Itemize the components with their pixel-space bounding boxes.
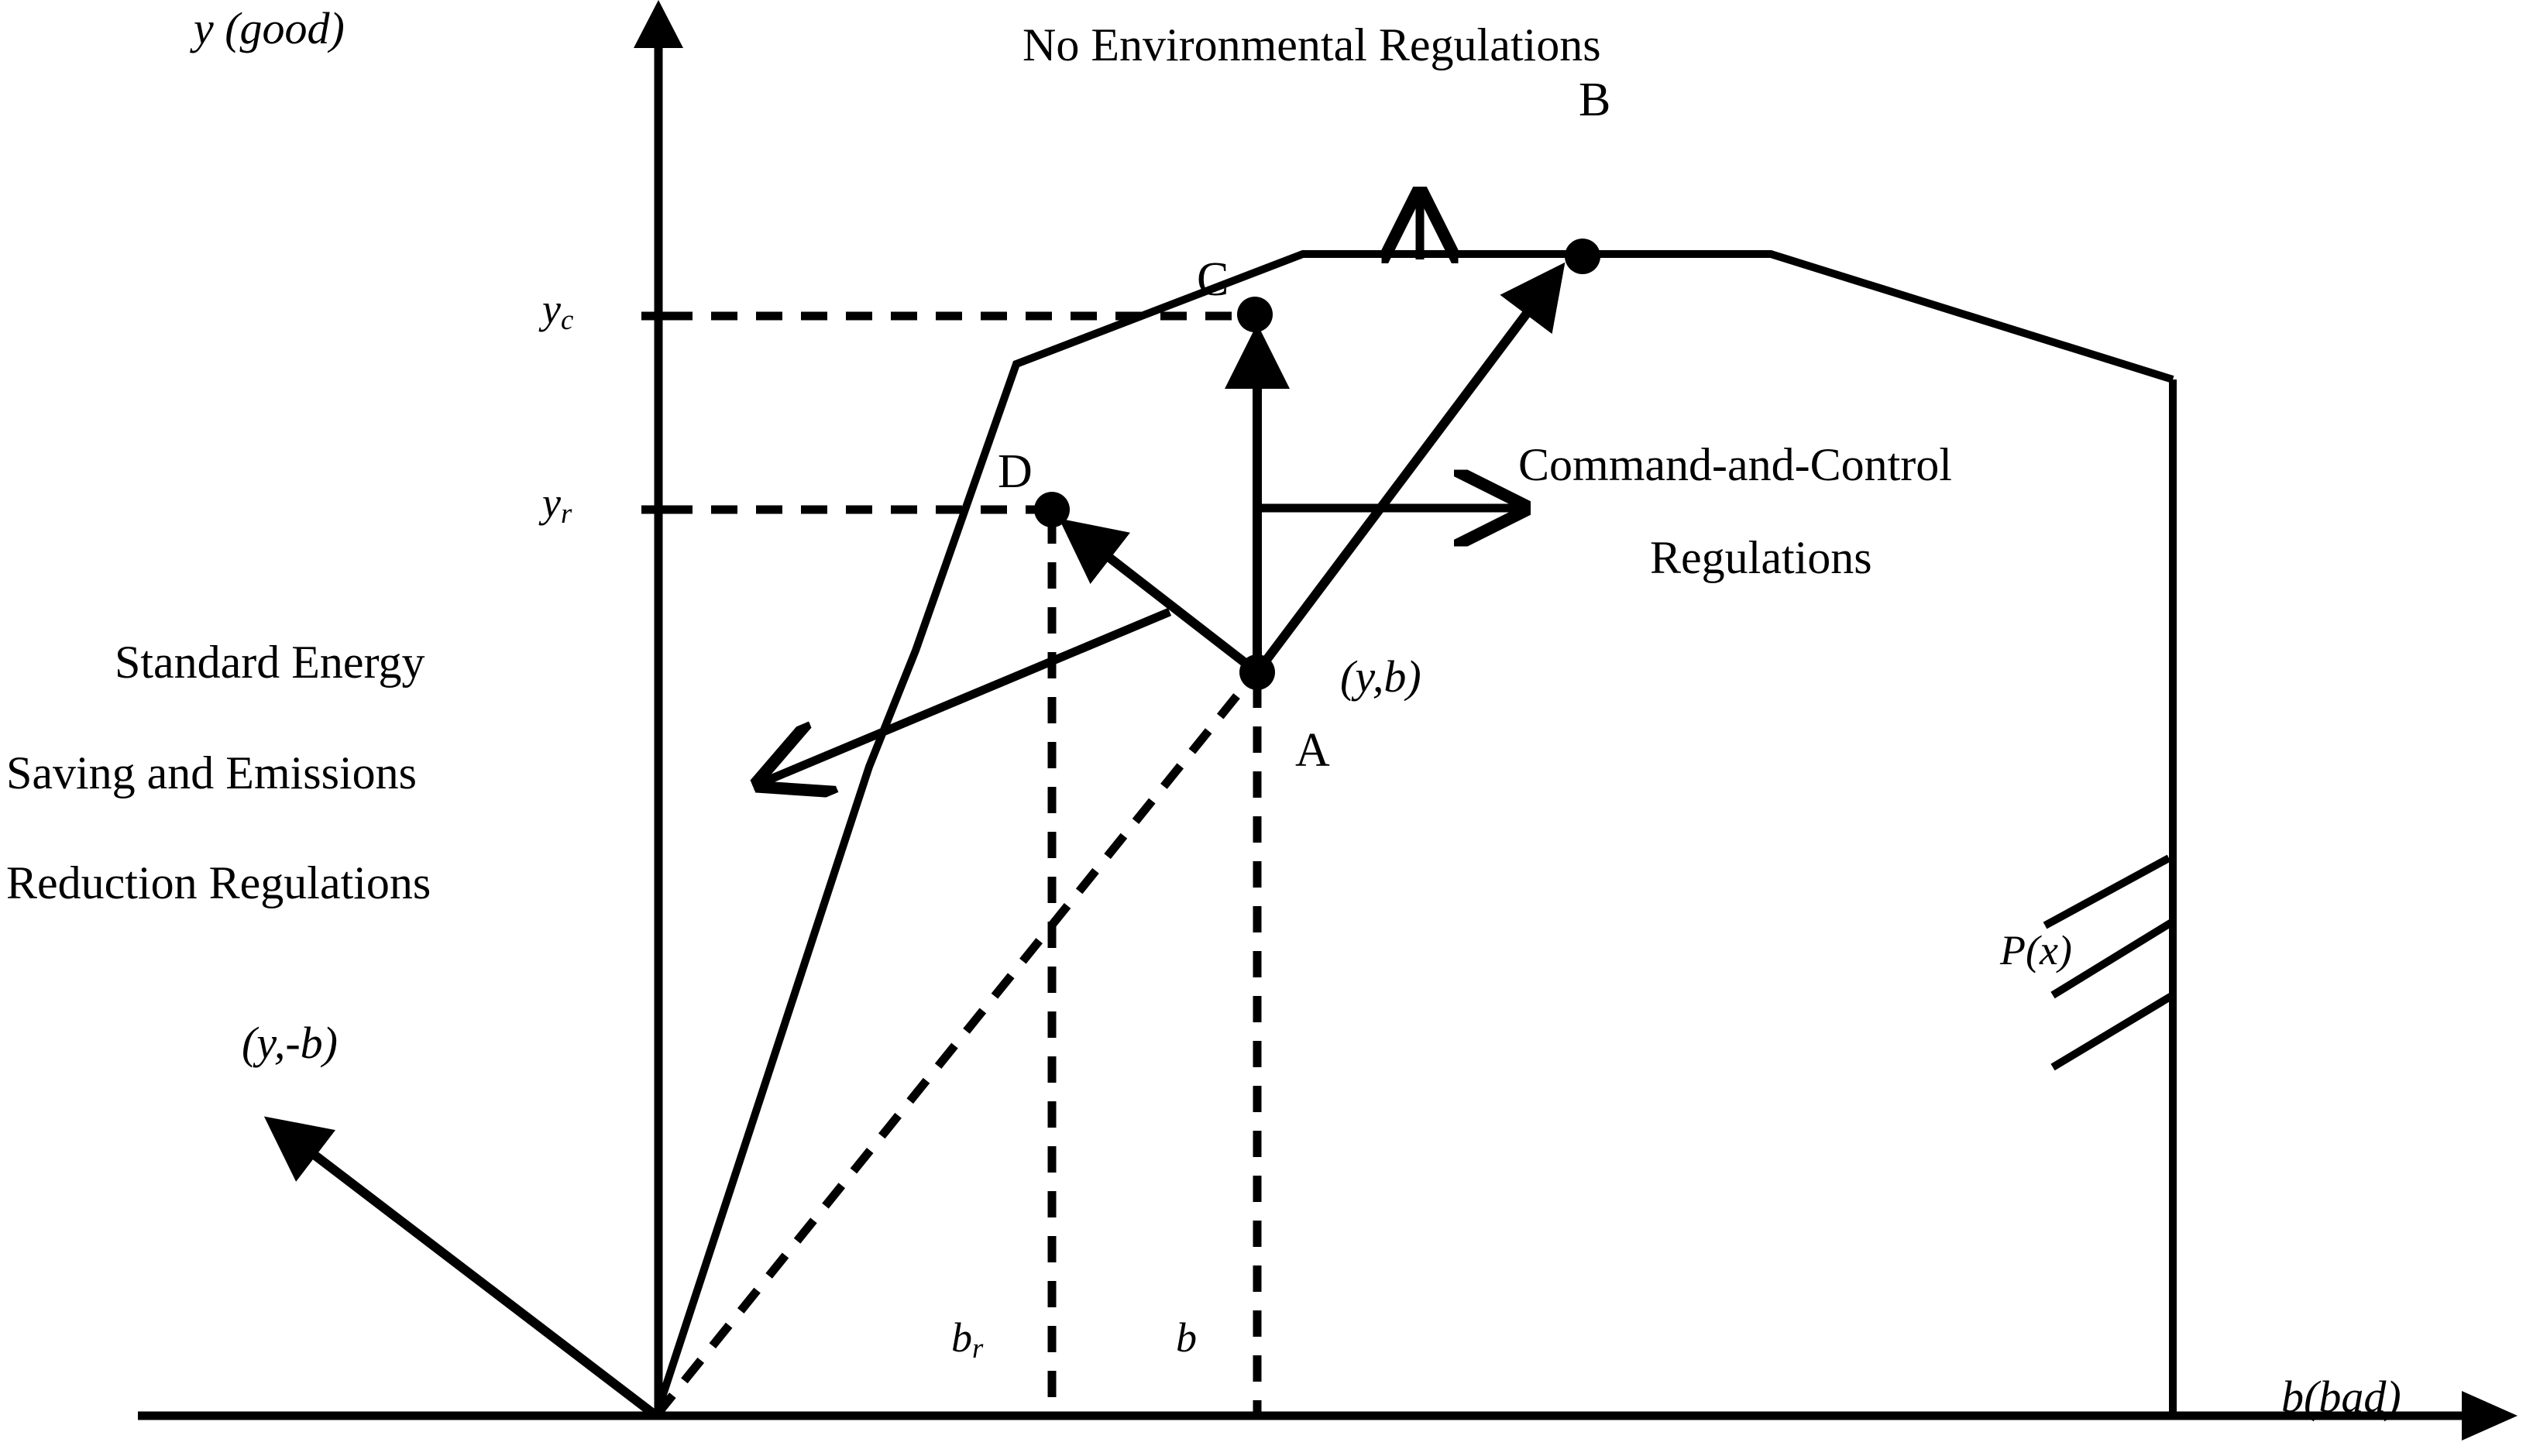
marker-point-C [1237,297,1273,332]
arrow-A-to-D [1058,518,1260,676]
x-axis-arrowhead [2462,1391,2518,1441]
y-axis-label: y (good) [194,6,345,51]
standard-energy-text-3: Reduction Regulations [6,857,431,908]
hatch-mark-1 [2043,854,2171,929]
x-tick-label-b: b [1176,1317,1197,1363]
y-tick-label-yr-base: y [542,479,561,526]
marker-point-A [1239,654,1275,690]
point-label-A-text: A [1295,724,1330,777]
title-text: No Environmental Regulations [1023,19,1601,70]
marker-point-D [1034,492,1070,527]
y-tick-label-yc: yc [542,288,573,335]
x-tick-label-br-base: b [951,1314,972,1361]
label-command-and-control-line2: Regulations [1650,534,1872,581]
label-standard-energy-line3: Reduction Regulations [6,860,431,906]
hatch-mark-2 [2050,918,2175,999]
command-and-control-text-1: Command-and-Control [1518,439,1952,490]
label-standard-energy-line1: Standard Energy [115,639,424,685]
axis-group [138,0,2518,1441]
standard-energy-text-1: Standard Energy [115,637,425,688]
y-tick-label-yc-base: y [542,286,561,332]
y-tick-label-yr-subscript: r [560,497,572,530]
technology-set-text: P(x) [2000,927,2072,974]
label-observed-point-y-b: (y,b) [1340,654,1421,699]
dashed-ray-origin-to-A [652,672,1257,1419]
x-axis-label: b(bad) [2281,1375,2401,1420]
hatch-mark-3 [2050,991,2175,1071]
point-label-D-text: D [998,445,1033,498]
standard-energy-text-2: Saving and Emissions [6,747,418,798]
label-technology-set-p-x: P(x) [2000,929,2072,971]
y-axis-arrowhead [634,0,683,48]
label-command-and-control-line1: Command-and-Control [1518,441,1952,488]
observed-point-text: (y,b) [1340,651,1421,702]
point-label-A: A [1295,726,1330,774]
x-tick-label-br: br [951,1317,983,1363]
arrow-direction-vector-origin [263,1116,659,1420]
frontier-outline [652,250,2174,1417]
point-label-D: D [998,448,1033,496]
y-axis-label-symbol: y (good) [194,3,345,53]
marker-point-B [1565,239,1600,274]
reference-lines [652,311,1262,1419]
y-tick-label-yc-subscript: c [560,304,574,336]
title-no-environmental-regulations: No Environmental Regulations [1023,22,1601,68]
x-tick-label-br-subscript: r [972,1332,984,1365]
point-markers [1034,239,1600,690]
direction-vector-text: (y,-b) [242,1018,338,1068]
arrow-direction-vector-interior [763,607,1172,782]
label-direction-vector-y-minus-b: (y,-b) [242,1021,338,1066]
point-label-C: C [1197,256,1229,304]
arrow-A-to-B [1253,262,1566,675]
direction-arrows [263,197,1566,1420]
point-label-B: B [1579,76,1610,124]
label-standard-energy-line2: Saving and Emissions [6,750,417,796]
x-axis-label-symbol: b(bad) [2281,1372,2401,1422]
x-tick-label-b-base: b [1176,1314,1197,1361]
command-and-control-text-2: Regulations [1650,532,1872,583]
production-frontier [652,250,2177,1417]
y-tick-label-yr: yr [542,482,572,528]
point-label-C-text: C [1197,253,1229,306]
point-label-B-text: B [1579,74,1611,126]
